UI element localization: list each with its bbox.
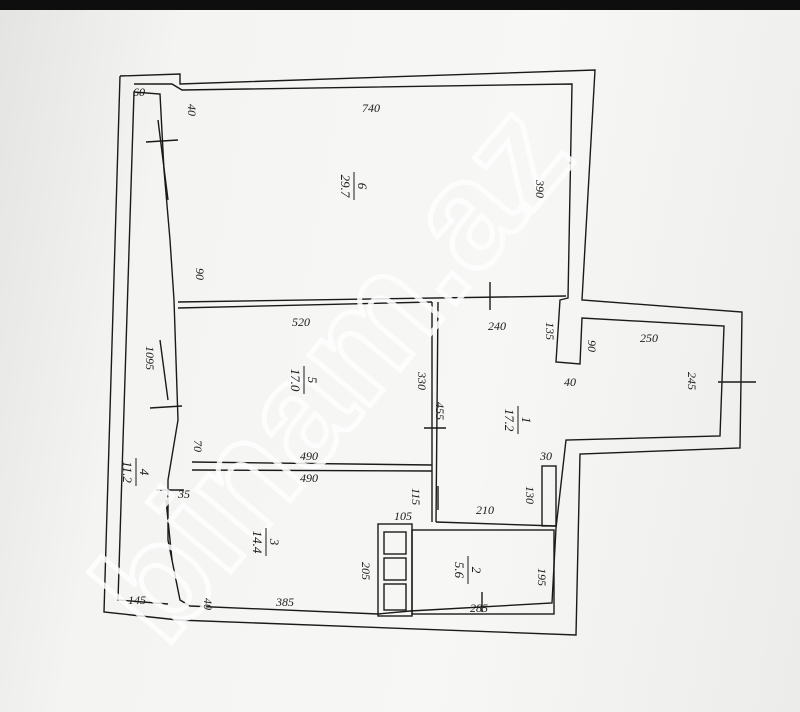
dim-385: 385 [275,595,294,609]
dim-210: 210 [476,503,494,517]
room-2-number: 2 [469,567,484,574]
dim-35: 35 [177,487,190,501]
dim-105: 105 [394,509,412,523]
wall-1-2 [435,521,557,527]
inner-wall [117,83,725,615]
room-1-area: 17.2 [502,409,517,432]
dim-40-bottom: 40 [201,598,215,610]
wall-5-3 [191,461,433,466]
outer-wall [103,69,743,636]
dim-40-mid: 40 [564,375,576,389]
room-4-label: 4 11.2 [120,458,152,486]
room-2-label: 2 5.6 [452,556,484,584]
dim-250: 250 [640,331,658,345]
room-6-area: 29.7 [338,175,353,198]
wall-5-3b [191,469,433,472]
room-3-number: 3 [267,538,282,546]
room-5-number: 5 [305,377,320,384]
room-1-number: 1 [519,417,534,424]
bath-fixture-2 [383,557,407,581]
tick-1 [145,139,179,143]
dim-115: 115 [409,488,423,505]
dim-240: 240 [488,319,506,333]
dim-245: 245 [685,372,699,390]
dim-390: 390 [533,179,547,198]
room-4-area: 11.2 [120,461,135,483]
room-5-area: 17.0 [288,369,303,392]
wall-6-5b [177,301,433,309]
room-3-label: 3 14.4 [250,528,282,556]
room-4-number: 4 [137,469,152,476]
dim-145: 145 [128,593,146,607]
room-5-label: 5 17.0 [288,366,320,394]
dim-205: 205 [359,562,373,580]
room-6-label: 6 29.7 [338,172,370,200]
room-3-area: 14.4 [250,531,265,554]
dim-90-left: 90 [193,268,207,280]
watermark: binam.az [61,71,602,671]
room-2-area: 5.6 [452,562,467,579]
bath-fixture-3 [383,583,407,611]
room-1-label: 1 17.2 [502,406,534,434]
wall-5-1b [435,301,439,523]
top-black-bar [0,0,800,10]
wall-6-5 [177,295,567,303]
dim-40-top: 40 [185,104,199,116]
window-mid [159,339,169,401]
cabinet [541,465,557,527]
dim-90-right: 90 [585,340,599,352]
dim-330: 330 [415,371,429,390]
dim-1095: 1095 [143,346,157,370]
bath-fixture-1 [383,531,407,555]
room-6-number: 6 [355,183,370,190]
dim-490-lower: 490 [300,471,318,485]
dim-490-upper: 490 [300,449,318,463]
dim-70: 70 [191,440,205,452]
bath-strip [377,523,413,617]
dim-135: 135 [543,322,557,340]
dim-60: 60 [133,85,145,99]
window-top [157,119,169,201]
dim-740: 740 [362,101,380,115]
dim-130: 130 [523,486,537,504]
dim-30: 30 [539,449,552,463]
dim-285: 285 [470,601,488,615]
dim-195: 195 [535,568,549,586]
window-bot [165,499,173,561]
tick-2 [149,405,183,409]
dim-455: 455 [433,402,447,420]
dim-520: 520 [292,315,310,329]
